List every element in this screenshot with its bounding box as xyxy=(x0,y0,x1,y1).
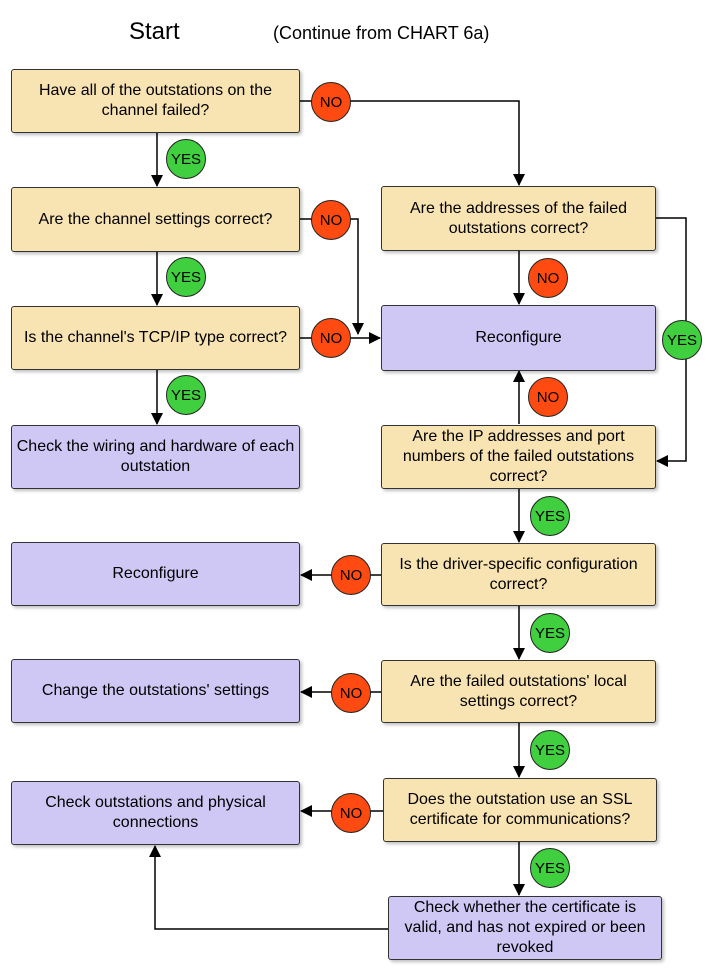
question-driver-configuration: Is the driver-specific configuration cor… xyxy=(381,543,656,606)
chart-title: Start xyxy=(129,18,180,45)
no-badge-q7: NO xyxy=(331,673,371,713)
question-ip-addresses-ports: Are the IP addresses and port numbers of… xyxy=(381,425,656,489)
no-badge-q4: NO xyxy=(528,258,568,298)
question-channel-settings: Are the channel settings correct? xyxy=(11,187,300,252)
arrow-q1-to-q4 xyxy=(300,100,525,186)
yes-badge-q1: YES xyxy=(166,139,206,179)
question-ssl-certificate: Does the outstation use an SSL certifica… xyxy=(383,778,657,842)
no-badge-q6: NO xyxy=(331,555,371,595)
yes-badge-q7: YES xyxy=(530,730,570,770)
yes-badge-q6: YES xyxy=(530,613,570,653)
action-reconfigure-driver: Reconfigure xyxy=(11,542,300,606)
question-tcpip-type: Is the channel's TCP/IP type correct? xyxy=(11,306,300,370)
action-change-outstation-settings: Change the outstations' settings xyxy=(11,659,300,723)
no-badge-q8: NO xyxy=(331,793,371,833)
no-badge-q3: NO xyxy=(311,318,351,358)
no-badge-q2: NO xyxy=(311,200,351,240)
yes-badge-q8: YES xyxy=(530,848,570,888)
question-outstation-addresses: Are the addresses of the failed outstati… xyxy=(381,186,656,251)
action-check-wiring: Check the wiring and hardware of each ou… xyxy=(11,425,300,489)
no-badge-q1: NO xyxy=(311,82,351,122)
yes-badge-q4: YES xyxy=(662,320,702,360)
action-check-certificate: Check whether the certificate is valid, … xyxy=(388,896,662,960)
chart-subtitle: (Continue from CHART 6a) xyxy=(273,23,490,43)
yes-badge-q5: YES xyxy=(530,496,570,536)
yes-badge-q2: YES xyxy=(166,257,206,297)
question-all-outstations-failed: Have all of the outstations on the chann… xyxy=(11,69,300,133)
arrow-certificate-to-connections xyxy=(149,845,389,930)
action-check-physical-connections: Check outstations and physical connectio… xyxy=(11,781,300,845)
yes-badge-q3: YES xyxy=(166,375,206,415)
question-local-settings: Are the failed outstations' local settin… xyxy=(381,660,656,723)
no-badge-q5: NO xyxy=(528,377,568,417)
action-reconfigure-main: Reconfigure xyxy=(381,305,656,371)
